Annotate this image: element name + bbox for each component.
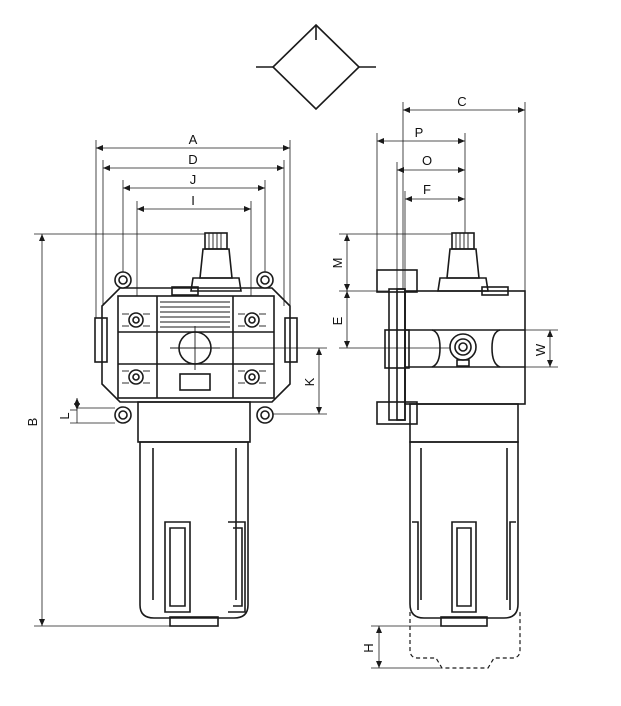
label-k: K <box>302 377 317 386</box>
label-a: A <box>189 132 198 147</box>
label-p: P <box>415 125 424 140</box>
label-h: H <box>361 643 376 652</box>
label-e: E <box>330 316 345 325</box>
dimension-lines <box>34 102 558 669</box>
side-view <box>376 232 526 669</box>
label-w: W <box>533 343 548 356</box>
lubricator-symbol <box>256 23 376 111</box>
label-j: J <box>190 172 197 187</box>
label-f: F <box>423 182 431 197</box>
label-i: I <box>191 193 195 208</box>
label-l: L <box>57 412 72 419</box>
label-d: D <box>188 152 197 167</box>
label-c: C <box>457 94 466 109</box>
dimension-labels: A D J I C P O F B L K M E W H <box>25 94 548 653</box>
label-o: O <box>422 153 432 168</box>
front-view <box>94 232 298 627</box>
label-b: B <box>25 418 40 427</box>
label-m: M <box>330 258 345 269</box>
